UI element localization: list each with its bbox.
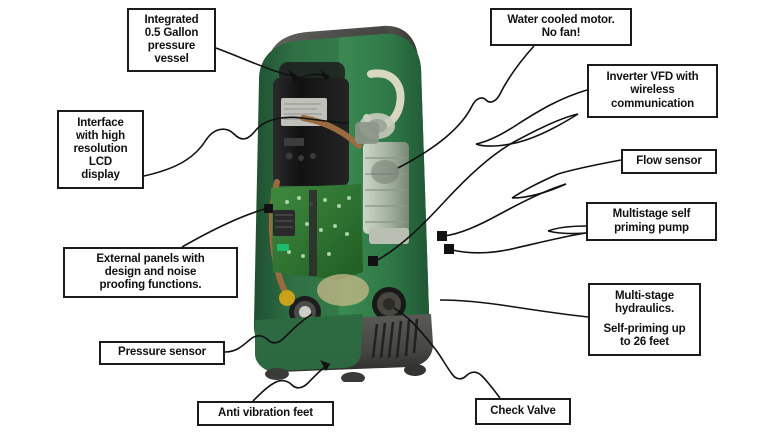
- callout-line: No fan!: [541, 27, 581, 39]
- pcb-green-connector: [277, 244, 289, 251]
- product-image-pump-cutaway: [243, 22, 463, 384]
- callout-water-cooled-motor: Water cooled motor. No fan!: [490, 8, 632, 46]
- anti-vibration-foot-left: [265, 368, 289, 380]
- callout-multistage-self-priming-pump: Multistage self priming pump: [586, 202, 717, 241]
- callout-line: design and noise: [104, 265, 197, 278]
- callout-integrated-pressure-vessel: Integrated 0.5 Gallon pressure vessel: [127, 8, 216, 72]
- pump-flange: [369, 228, 409, 244]
- callout-line: to 26 feet: [620, 335, 669, 348]
- callout-line: proofing functions.: [99, 279, 202, 292]
- leader-pump: [444, 225, 587, 254]
- base-shell-lip: [255, 314, 363, 372]
- callout-line: Water cooled motor.: [507, 13, 615, 26]
- callout-line: Integrated: [144, 13, 199, 26]
- callout-line: Flow sensor: [636, 154, 702, 167]
- callout-line: External panels with: [96, 252, 205, 265]
- drive-shaft: [309, 190, 317, 276]
- pcb-relay-block: [273, 210, 295, 236]
- pressure-sensor-body: [279, 290, 295, 306]
- multistage-hydraulics: [363, 142, 409, 234]
- callout-line: display: [81, 169, 120, 182]
- callout-line: pressure: [147, 40, 196, 52]
- callout-line: Interface: [77, 116, 124, 129]
- callout-check-valve: Check Valve: [475, 398, 571, 425]
- callout-line: Self-priming up: [603, 322, 686, 335]
- callout-line: Multistage self: [612, 208, 691, 221]
- callout-anti-vibration-feet: Anti vibration feet: [197, 401, 334, 426]
- callout-line: wireless: [630, 84, 675, 97]
- pressure-vessel-dome: [317, 274, 369, 306]
- callout-line: 0.5 Gallon: [144, 26, 199, 39]
- flow-sensor-body: [355, 122, 379, 144]
- callout-line: vessel: [154, 53, 189, 66]
- anti-vibration-foot-mid: [341, 372, 365, 384]
- product-illustration: [253, 25, 433, 384]
- callout-line: with high: [75, 129, 126, 142]
- callout-line: LCD: [88, 156, 113, 169]
- callout-pressure-sensor: Pressure sensor: [99, 341, 225, 365]
- callout-interface-lcd-display: Interface with high resolution LCD displ…: [57, 110, 144, 189]
- callout-line: Inverter VFD with: [606, 71, 699, 84]
- anti-vibration-foot-right: [404, 364, 426, 376]
- callout-line: hydraulics.: [614, 303, 675, 316]
- callout-line: Check Valve: [490, 404, 556, 417]
- callout-flow-sensor: Flow sensor: [621, 149, 717, 174]
- callout-inverter-vfd: Inverter VFD with wireless communication: [587, 64, 718, 118]
- callout-line: Multi-stage: [614, 290, 675, 303]
- callout-line: priming pump: [614, 221, 689, 234]
- callout-line: Pressure sensor: [118, 346, 206, 359]
- callout-line: resolution: [73, 142, 128, 155]
- callout-multistage-hydraulics: Multi-stage hydraulics. Self-priming up …: [588, 283, 701, 356]
- callout-line: Anti vibration feet: [218, 406, 313, 419]
- callout-line: communication: [610, 97, 695, 110]
- callout-external-panels: External panels with design and noise pr…: [63, 247, 238, 298]
